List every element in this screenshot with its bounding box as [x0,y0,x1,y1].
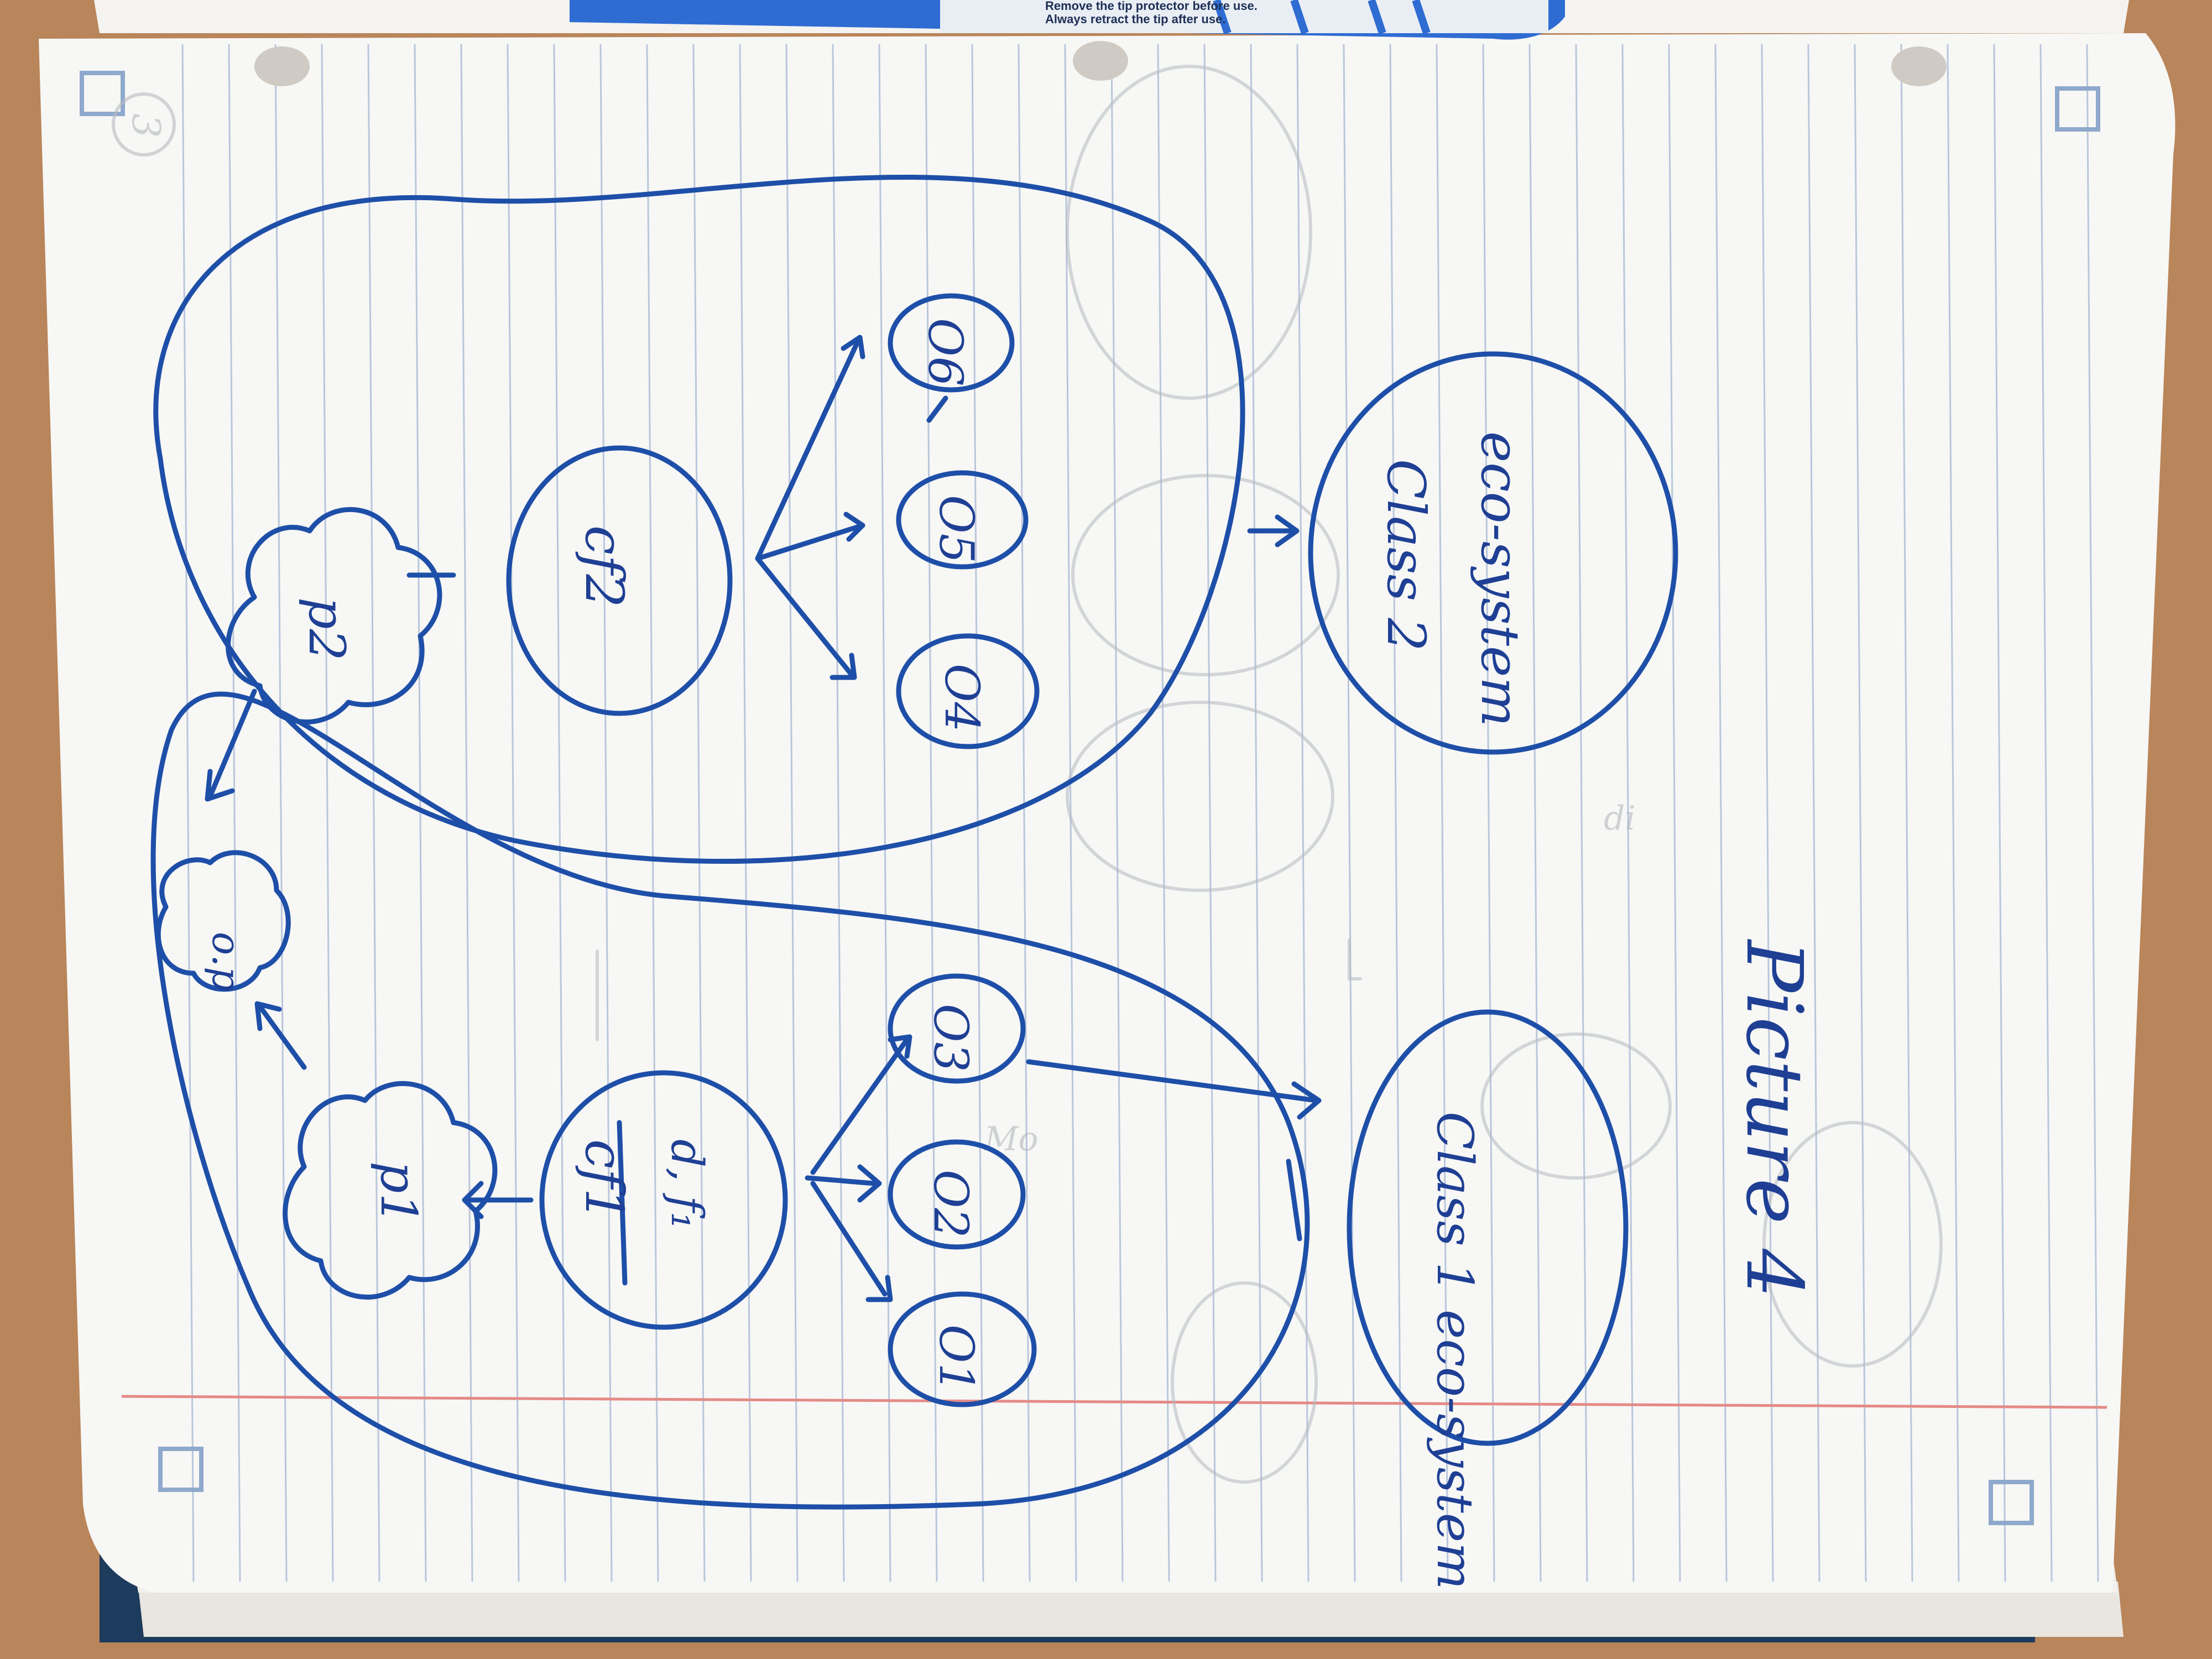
o3-label: O3 [923,1004,978,1072]
ruled-line [414,44,427,1582]
page-stack [138,1582,2124,1637]
right-arrows [205,335,1300,802]
ruled-line [1110,44,1124,1582]
ruled-line [274,44,288,1582]
o4-node [896,633,1040,749]
ruled-line [1854,44,1867,1582]
punch-hole [1891,46,1947,86]
cf2-label: cf2 [573,525,634,608]
pen-label-line2: Always retract the tip after use. [1045,12,1225,26]
margin-line [121,1395,2107,1409]
class2-ecosystem-label-line2: eco-system [1469,431,1530,727]
ruled-line [1436,44,1449,1582]
o3-node [888,973,1026,1084]
shared-node-label: o.p [204,932,249,992]
ruled-line [460,44,473,1582]
page-number-circle [112,92,176,156]
ruled-line [1250,44,1263,1582]
cf2-node [506,445,733,716]
o2-label: O2 [923,1170,978,1238]
ruled-line [2086,44,2099,1582]
ruled-line [1807,44,1820,1582]
ruled-line [1900,44,1913,1582]
corner-mark [158,1447,204,1492]
ruled-line [1482,44,1495,1582]
shared-node-cloud [155,850,291,992]
pen-label-line1: Remove the tip protector before use. [1045,0,1258,13]
ruled-line [228,44,241,1582]
erased-pencil-marks: Mo di [596,65,1943,1484]
ruled-line [878,44,891,1582]
punch-hole [254,46,310,86]
o5-label: O5 [928,495,983,564]
p2-node [226,507,442,724]
corner-mark [2055,86,2100,132]
class2-ecosystem-label-line1: Class 2 [1375,459,1436,651]
class1-boundary [150,691,1310,1510]
o1-label: O1 [928,1324,983,1393]
o5-node [896,470,1029,570]
ruled-line [739,44,752,1582]
ruled-line [1343,44,1356,1582]
notebook-page [39,33,2176,1593]
page-number: 3 [123,113,169,138]
ruled-line [1203,44,1217,1582]
o1-node [888,1291,1037,1407]
ruled-line [599,44,613,1582]
o6-node [888,293,1015,393]
class2-ecosystem-node [1308,351,1678,755]
o6-label: O6 [917,318,972,387]
ruled-line [1761,44,1774,1582]
cf1-node [539,1070,788,1330]
class2-boundary [153,174,1245,864]
ruled-line [785,44,799,1582]
class1-ecosystem-node [1347,1009,1629,1446]
ruled-line [321,44,334,1582]
corner-mark [1989,1480,2034,1525]
ruled-lines [181,44,2099,1582]
class1-ecosystem-label: Class 1 eco-system [1426,1112,1484,1589]
ruled-line [2039,44,2053,1582]
o4-label: O4 [934,664,989,732]
ruled-line [832,44,845,1582]
ruled-line [1714,44,1728,1582]
pen: Remove the tip protector before use. Alw… [570,0,1565,40]
ruled-line [1668,44,1681,1582]
ruled-line [1157,44,1170,1582]
ruled-line [553,44,566,1582]
p2-label: p2 [298,597,356,661]
p1-label: p1 [369,1161,427,1225]
ruled-line [507,44,520,1582]
cf1-sublabel: d, f₁ [661,1139,713,1230]
ruled-line [1528,44,1542,1582]
ruled-line [367,44,380,1582]
svg-text:di: di [1604,799,1636,838]
ruled-line [1575,44,1588,1582]
ruled-line [1947,44,1960,1582]
punch-hole [1073,41,1128,81]
ruled-line [1389,44,1402,1582]
left-arrows [254,1001,1322,1302]
corner-mark [80,71,125,116]
ruled-line [1993,44,2006,1582]
cf1-label: cf1 [573,1139,634,1222]
ruled-line [1621,44,1635,1582]
ruled-line [692,44,706,1582]
o2-node [888,1139,1026,1250]
caption: Picture 4 [1729,938,1819,1298]
